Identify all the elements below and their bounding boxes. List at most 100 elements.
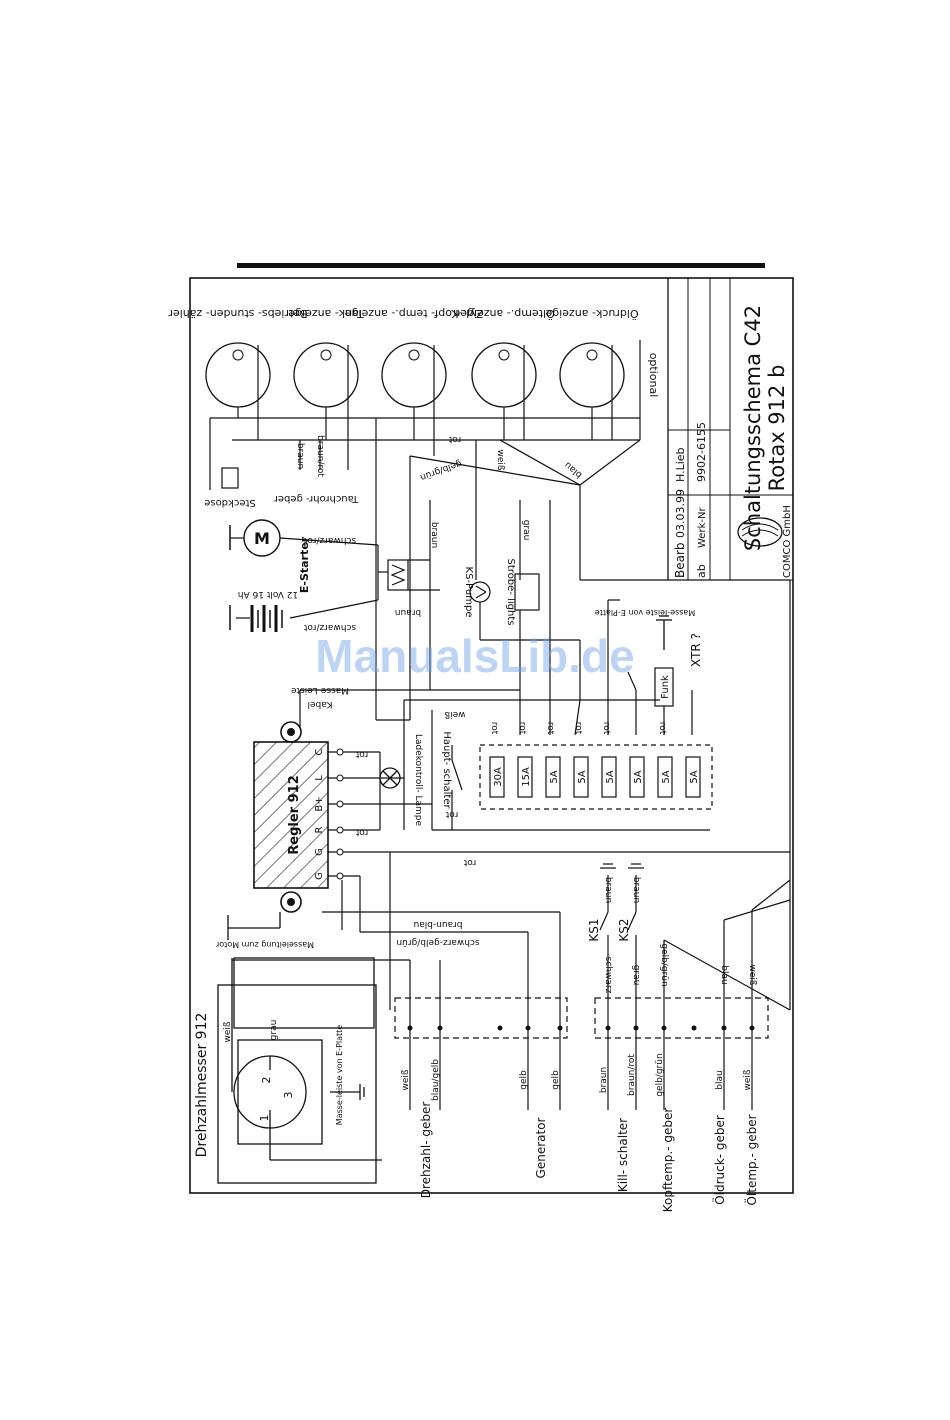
wire-weiss-bottom-2: weiß: [743, 1069, 753, 1090]
label-ks2: KS2: [617, 918, 631, 941]
wire-braunrot-top: braun/rot: [315, 435, 325, 477]
main-switch: [451, 745, 463, 830]
socket-icon: [221, 467, 239, 489]
wire-schwarzrot-2: schwarz/rot: [303, 622, 356, 632]
label-betriebsstunden: Betriebs- stunden- zähler: [168, 307, 308, 320]
battery-icon: [229, 605, 283, 632]
wire-braun-bottom: braun: [599, 1067, 609, 1093]
terminal-r: R: [314, 826, 325, 833]
ground-icon: [656, 615, 672, 650]
fuse-30a: [489, 756, 505, 798]
wire-rot-b: rot: [445, 809, 458, 819]
wire-rot-fuse-3: rot: [545, 722, 555, 735]
terminal-g1: G: [314, 848, 325, 856]
ks-switches: [599, 863, 644, 931]
label-oeldruck-geber: Öldruck- geber: [711, 1115, 727, 1205]
wire-rot-c: rot: [355, 749, 368, 759]
fuse-label-1: 30A: [493, 767, 504, 787]
label-ks-pumpe: KS-Pumpe: [463, 567, 474, 618]
label-strobe: Strobe- lights: [505, 559, 516, 626]
mount-hole-icon: [280, 891, 302, 913]
fuse-label-3: 5A: [549, 770, 560, 783]
wire-grau-ks: grau: [631, 965, 641, 986]
gauge-oeldruck: [559, 342, 625, 408]
watermark: ManualsLib.de: [315, 630, 634, 682]
fuse-label-4: 5A: [577, 770, 588, 783]
starter-motor: M: [229, 519, 281, 557]
wire-rot-fuse-1: rot: [489, 722, 499, 735]
wire-blau-ks: blau: [719, 965, 729, 984]
gauge-oeltemp: [471, 342, 537, 408]
wire-grau-top: grau: [521, 520, 531, 541]
terminal-b: B+: [314, 796, 325, 811]
fuse-5a-5: [657, 756, 673, 798]
terminal-g2: G: [314, 872, 325, 880]
wire-braun-ks1: braun: [603, 877, 613, 903]
drehzahlmesser: [217, 957, 382, 1184]
starter-relay: [279, 500, 440, 620]
company-logo: [737, 517, 783, 547]
fuse-label-2: 15A: [521, 767, 532, 787]
label-generator: Generator: [534, 1117, 548, 1178]
wire-weiss-mid: weiß: [444, 709, 465, 719]
wire-blaugelb-bottom: blau/gelb: [431, 1059, 441, 1101]
label-steckdose: Steckdose: [204, 497, 256, 508]
wire-braun-relay: braun: [429, 522, 439, 548]
ground-icon: [227, 912, 281, 940]
pin-2: 2: [260, 1077, 273, 1084]
wire-rot-fuse-4: rot: [573, 722, 583, 735]
fuse-panel-wiring: [299, 540, 713, 831]
ab-label: ab: [695, 564, 708, 578]
wire-rot-fuse-2: rot: [517, 722, 527, 735]
fuse-label-7: 5A: [661, 770, 672, 783]
fuse-5a-6: [685, 756, 701, 798]
wire-grau-dm: grau: [269, 1020, 279, 1041]
wire-braun-blau: braun-blau: [413, 919, 462, 929]
wire-weiss-dm: weiß: [223, 1021, 233, 1042]
werk-nr-label: Werk-Nr: [697, 507, 708, 548]
label-masseleitung: Masseleitung zum Motor: [215, 940, 314, 949]
label-ladekontroll: Ladekontroll- Lampe: [413, 734, 423, 827]
ground-icon: [330, 1084, 365, 1100]
wire-gelbgruen-ks: gelb/grün: [659, 943, 669, 986]
bearb-label: Bearb: [673, 542, 687, 578]
title-line1: Schaltungsschema C42: [741, 305, 765, 551]
label-killschalter: Kill- schalter: [616, 1118, 630, 1192]
drawing-frame: [189, 277, 794, 1194]
label-funk: Funk: [660, 675, 671, 699]
wire-rot-fuse-5: rot: [601, 722, 611, 735]
label-oeldruck: Öldruck- anzeige: [545, 307, 638, 320]
wire-rot-r: rot: [355, 827, 368, 837]
label-masse-dm: Masse-leiste von E-Platte: [335, 1025, 344, 1125]
wire-braun-starter: braun: [395, 607, 421, 617]
gauge-betriebsstunden: [205, 342, 271, 408]
title-line2: Rotax 912 b: [765, 365, 789, 492]
wire-rot-g: rot: [463, 857, 476, 867]
wire-gelbgruen-bottom: gelb/grün: [655, 1053, 665, 1096]
label-zyl-kopf: Zyl.-Kopf- temp.- anzeige: [345, 307, 484, 320]
terminal-l: L: [314, 775, 325, 781]
fuse-15a: [517, 756, 533, 798]
wire-rot-fuse-6: rot: [657, 722, 667, 735]
fuse-5a-4: [629, 756, 645, 798]
lamp-icon: [320, 349, 332, 361]
strobe-box: [514, 573, 540, 611]
wire-braunrot-bottom: braun/rot: [627, 1054, 637, 1096]
fuse-label-8: 5A: [689, 770, 700, 783]
fuse-label-6: 5A: [633, 770, 644, 783]
label-kopftemp: Kopftemp.- geber: [661, 1108, 675, 1213]
wire-rot-top: rot: [448, 434, 461, 444]
terminal-dots: [336, 748, 344, 880]
header-rule: [237, 263, 765, 268]
wire-blau-bottom: blau: [715, 1070, 725, 1089]
label-battery: 12 Volt 16 Ah: [238, 589, 298, 599]
label-oeltemp-geber: Öltemp.- geber: [743, 1114, 759, 1205]
wire-braun-ks2: braun: [631, 877, 641, 903]
lamp-icon: [232, 349, 244, 361]
werk-nr: 9902-6155: [695, 422, 708, 482]
wire-weiss-top: weiß: [495, 449, 505, 470]
label-kabel: Kabel: [307, 699, 332, 709]
lamp-icon: [586, 349, 598, 361]
motor-symbol: M: [254, 529, 270, 548]
gauge-zyl-kopf: [381, 342, 447, 408]
